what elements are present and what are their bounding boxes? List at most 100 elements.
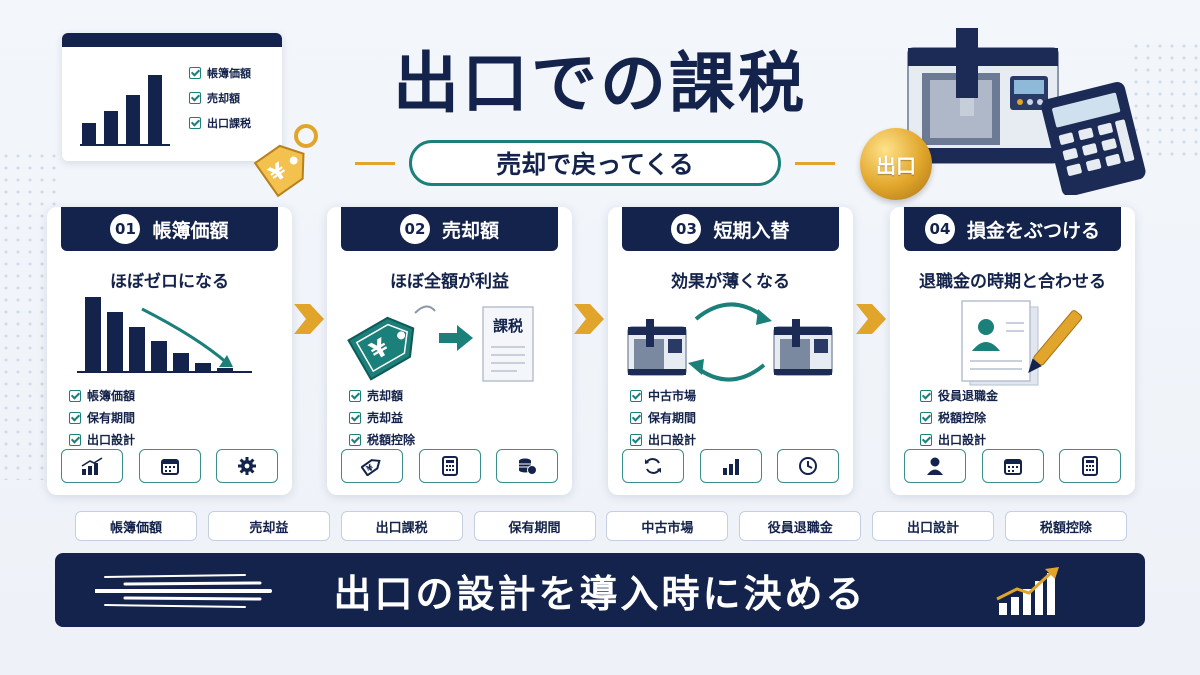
checkbox-icon xyxy=(630,433,642,446)
checklist-item: 売却額 xyxy=(349,387,415,404)
checkbox-icon xyxy=(920,389,932,402)
step-header: 03 短期入替 xyxy=(622,207,839,251)
banner-text: 出口の設計を導入時に決める xyxy=(333,571,867,616)
refresh-icon[interactable] xyxy=(622,449,684,483)
checklist-label: 税額控除 xyxy=(367,433,416,447)
calculator-icon[interactable] xyxy=(418,449,481,483)
exit-coin-badge: 出口 xyxy=(860,128,932,200)
declining-bars-icon xyxy=(77,297,252,373)
subtitle: 売却で戻ってくる xyxy=(355,140,835,186)
step-icon-row: ¥ xyxy=(341,449,558,483)
step-title: 売却額 xyxy=(441,219,499,242)
keyword-tag[interactable]: 保有期間 xyxy=(473,511,596,541)
checklist-label: 役員退職金 xyxy=(938,389,999,403)
keyword-tag[interactable]: 税額控除 xyxy=(1004,511,1127,541)
speed-lines-icon xyxy=(95,574,272,608)
checklist-label: 出口課税 xyxy=(207,117,251,130)
decorative-dots-right xyxy=(1130,40,1200,160)
checkbox-icon xyxy=(69,433,81,446)
resume-document-icon xyxy=(961,300,1083,386)
checkbox-icon xyxy=(920,433,932,446)
checklist-item: 出口課税 xyxy=(189,115,251,131)
checklist-label: 帳簿価額 xyxy=(207,67,251,80)
checkbox-icon xyxy=(630,411,642,424)
yen-tag-icon: ¥ xyxy=(253,124,318,198)
arrow-right-icon xyxy=(574,304,604,334)
checklist-label: 売却額 xyxy=(367,389,404,403)
step-header: 02 売却額 xyxy=(341,207,558,251)
keyword-tag[interactable]: 役員退職金 xyxy=(739,511,862,541)
step-checklist: 売却額 売却益 税額控除 xyxy=(349,387,415,453)
person-icon[interactable] xyxy=(904,449,966,483)
checkbox-icon xyxy=(69,411,81,424)
checklist-card-header-bar xyxy=(62,33,282,47)
checkbox-icon xyxy=(630,389,642,402)
keyword-tag[interactable]: 売却益 xyxy=(207,511,330,541)
checklist-item: 税額控除 xyxy=(349,431,415,448)
step-header: 04 損金をぶつける xyxy=(904,207,1121,251)
step-caption: 退職金の時期と合わせる xyxy=(919,272,1106,292)
checklist-item: 中古市場 xyxy=(630,387,696,404)
step-title: 損金をぶつける xyxy=(966,219,1100,242)
checklist-item: 出口設計 xyxy=(69,431,135,448)
subtitle-divider-right xyxy=(795,162,835,165)
keyword-tag[interactable]: 出口設計 xyxy=(872,511,995,541)
checklist-label: 税額控除 xyxy=(938,411,987,425)
checklist-label: 売却益 xyxy=(367,411,404,425)
svg-text:¥: ¥ xyxy=(365,463,376,475)
step-checklist: 中古市場 保有期間 出口設計 xyxy=(630,387,696,453)
keyword-tags: 帳簿価額 売却益 出口課税 保有期間 中古市場 役員退職金 出口設計 税額控除 xyxy=(75,511,1127,541)
step-number: 03 xyxy=(671,214,702,244)
machine-swap-icon xyxy=(627,302,833,382)
step-title: 短期入替 xyxy=(713,219,790,242)
checkbox-icon xyxy=(349,433,361,446)
page-title: 出口での課税 xyxy=(393,45,807,122)
checkbox-icon xyxy=(189,67,201,79)
calendar-icon[interactable] xyxy=(138,449,201,483)
keyword-tag[interactable]: 出口課税 xyxy=(340,511,463,541)
step-checklist: 帳簿価額 保有期間 出口設計 xyxy=(69,387,135,453)
checkbox-icon xyxy=(349,389,361,402)
step-icon-row xyxy=(622,449,839,483)
checklist-item: 売却額 xyxy=(189,90,251,106)
cnc-machine-icon xyxy=(907,28,1059,164)
calculator-icon[interactable] xyxy=(1059,449,1121,483)
checklist: 帳簿価額 売却額 出口課税 xyxy=(189,65,251,140)
arrow-right-icon xyxy=(856,304,886,334)
bar-chart-icon xyxy=(80,75,170,146)
price-tag-icon[interactable]: ¥ xyxy=(341,449,403,483)
calendar-icon[interactable] xyxy=(981,449,1044,483)
checklist-item: 保有期間 xyxy=(630,409,696,426)
step-card-1: 01 帳簿価額 ほぼゼロになる 帳簿価額 保有期間 出口設計 xyxy=(47,207,292,495)
checklist-label: 保有期間 xyxy=(87,411,136,425)
checklist-label: 出口設計 xyxy=(648,433,697,447)
checklist-label: 出口設計 xyxy=(87,433,136,447)
bar-chart-icon[interactable] xyxy=(61,449,123,483)
checkbox-icon xyxy=(189,117,201,129)
arrow-right-icon xyxy=(294,304,324,334)
coins-icon[interactable] xyxy=(496,449,558,483)
growth-chart-icon xyxy=(996,567,1059,615)
keyword-tag[interactable]: 中古市場 xyxy=(606,511,729,541)
checklist-card: 帳簿価額 売却額 出口課税 xyxy=(62,33,282,161)
checklist-item: 売却益 xyxy=(349,409,415,426)
subtitle-pill: 売却で戻ってくる xyxy=(409,140,781,186)
checklist-label: 売却額 xyxy=(207,92,240,105)
step-icon-row xyxy=(61,449,278,483)
bar-chart-icon[interactable] xyxy=(699,449,762,483)
checklist-label: 帳簿価額 xyxy=(87,389,136,403)
step-card-2: 02 売却額 ほぼ全額が利益 ¥ 課税 売却額 売却益 税額控除 ¥ xyxy=(327,207,572,495)
step-caption: 効果が薄くなる xyxy=(671,272,790,292)
step-card-3: 03 短期入替 効果が薄くなる 中古市場 保有期間 出口設計 xyxy=(608,207,853,495)
keyword-tag[interactable]: 帳簿価額 xyxy=(75,511,197,541)
tax-document-label: 課税 xyxy=(492,317,523,335)
checklist-label: 保有期間 xyxy=(648,411,697,425)
checklist-item: 帳簿価額 xyxy=(69,387,135,404)
checklist-label: 中古市場 xyxy=(648,389,697,403)
checkbox-icon xyxy=(349,411,361,424)
cnc-machine-icon xyxy=(627,319,687,376)
clock-icon[interactable] xyxy=(777,449,839,483)
step-number: 04 xyxy=(924,214,955,244)
checklist-item: 役員退職金 xyxy=(920,387,998,404)
gear-icon[interactable] xyxy=(216,449,278,483)
